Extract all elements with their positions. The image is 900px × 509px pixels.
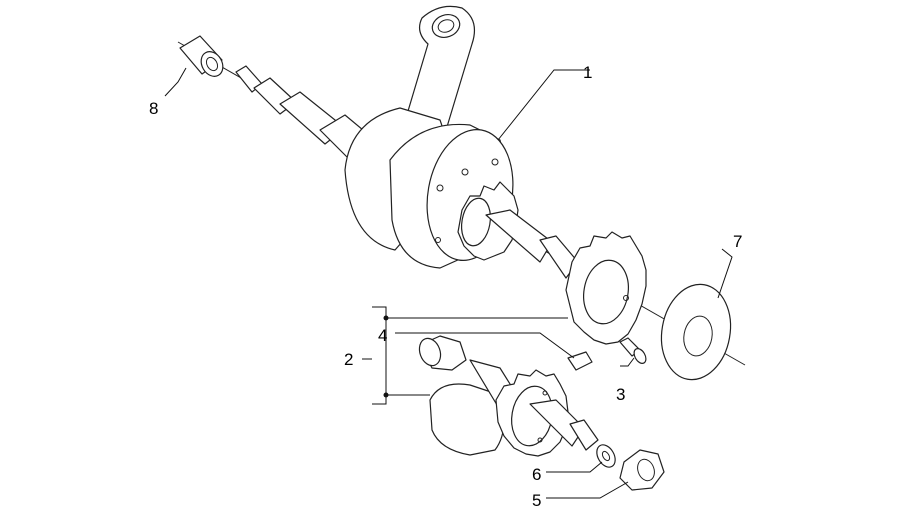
part-5-nut <box>619 449 665 491</box>
leader-5 <box>546 481 629 499</box>
callout-1: 1 <box>583 63 592 82</box>
part-4-key <box>567 351 593 371</box>
crankshaft-gear <box>457 181 519 261</box>
part-6-washer <box>596 444 616 468</box>
part-3-screw <box>619 337 647 364</box>
leader-7 <box>717 248 733 299</box>
part-7-washer <box>660 283 732 381</box>
callout-6: 6 <box>532 465 541 484</box>
callout-5: 5 <box>532 491 541 509</box>
callouts: 1 2 3 4 5 6 7 8 <box>149 63 742 509</box>
callout-4: 4 <box>378 326 387 345</box>
bracket-2 <box>372 306 387 405</box>
part-2-balance-shaft <box>418 335 599 457</box>
callout-7: 7 <box>733 232 742 251</box>
leader-8 <box>164 67 187 97</box>
leader-4 <box>395 332 575 359</box>
callout-8: 8 <box>149 99 158 118</box>
callout-2: 2 <box>344 350 353 369</box>
timing-sprocket <box>565 231 647 345</box>
leader-lines <box>164 67 733 499</box>
leader-6 <box>546 461 603 473</box>
leader-1 <box>497 69 590 141</box>
part-8-bushing <box>179 35 224 77</box>
leader-3 <box>620 357 635 367</box>
callout-3: 3 <box>616 385 625 404</box>
